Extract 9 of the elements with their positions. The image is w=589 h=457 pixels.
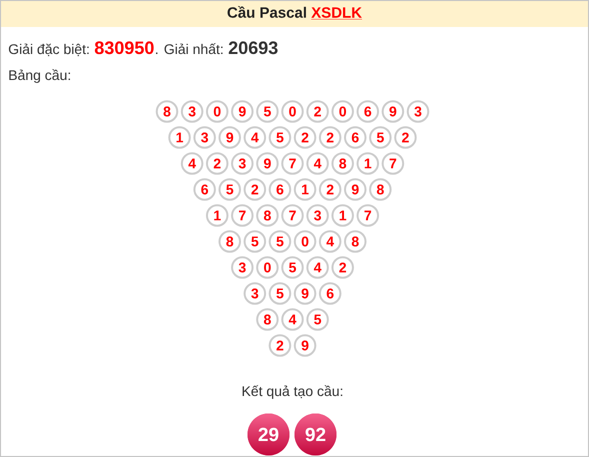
label: Bảng cầu:: [9, 69, 70, 83]
result-ball: 29: [248, 414, 290, 456]
prize-number: 20693: [228, 41, 278, 54]
label: Kết quả tạo cầu:: [242, 385, 342, 399]
label: Giải đặc biệt:: [8, 44, 89, 56]
result-ball: 92: [294, 414, 336, 456]
prize-number: 830950: [94, 41, 154, 54]
header-bar: Cầu Pascal XSDLK: [1, 1, 588, 27]
label: . Giải nhất:: [156, 43, 222, 54]
